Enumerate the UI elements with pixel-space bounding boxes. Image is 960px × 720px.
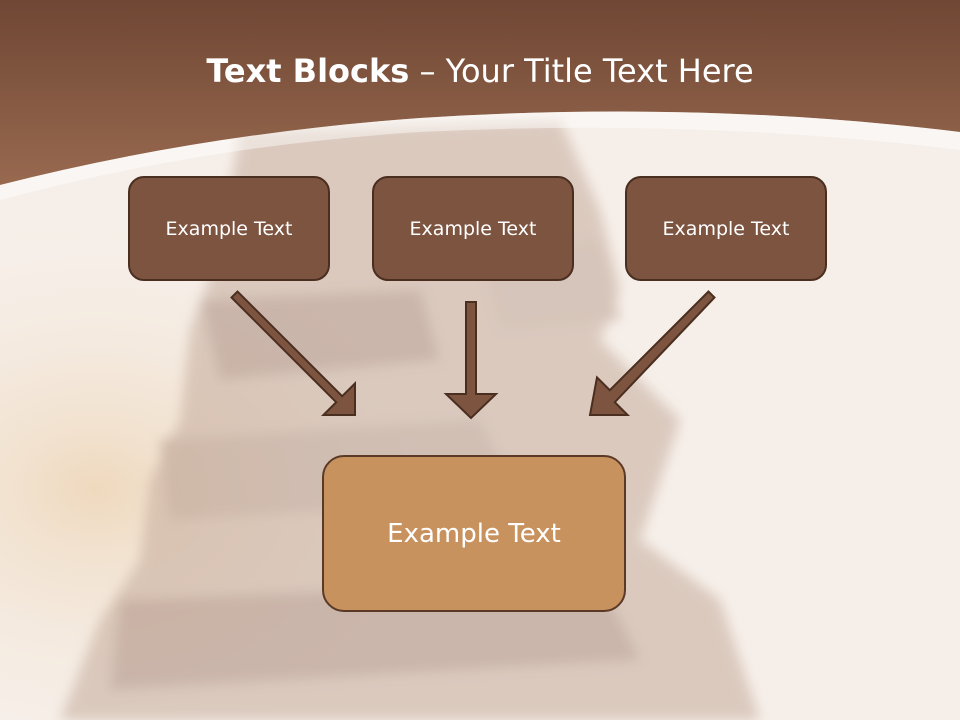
- text-block-bottom-label: Example Text: [387, 518, 561, 549]
- title-rest: Your Title Text Here: [445, 52, 754, 90]
- text-block-right[interactable]: Example Text: [625, 176, 827, 281]
- title-separator: –: [409, 52, 446, 90]
- header-swoosh: [0, 111, 960, 200]
- text-block-left-label: Example Text: [165, 217, 293, 240]
- arrow-left: [230, 290, 356, 416]
- arrow-right: [588, 290, 716, 416]
- text-block-right-label: Example Text: [662, 217, 790, 240]
- text-block-center[interactable]: Example Text: [372, 176, 574, 281]
- text-block-center-label: Example Text: [409, 217, 537, 240]
- text-block-bottom[interactable]: Example Text: [322, 455, 626, 612]
- slide-title: Text Blocks – Your Title Text Here: [0, 52, 960, 90]
- arrow-center: [443, 301, 499, 420]
- title-bold-part: Text Blocks: [206, 52, 410, 90]
- header-band: [0, 0, 960, 185]
- text-block-left[interactable]: Example Text: [128, 176, 330, 281]
